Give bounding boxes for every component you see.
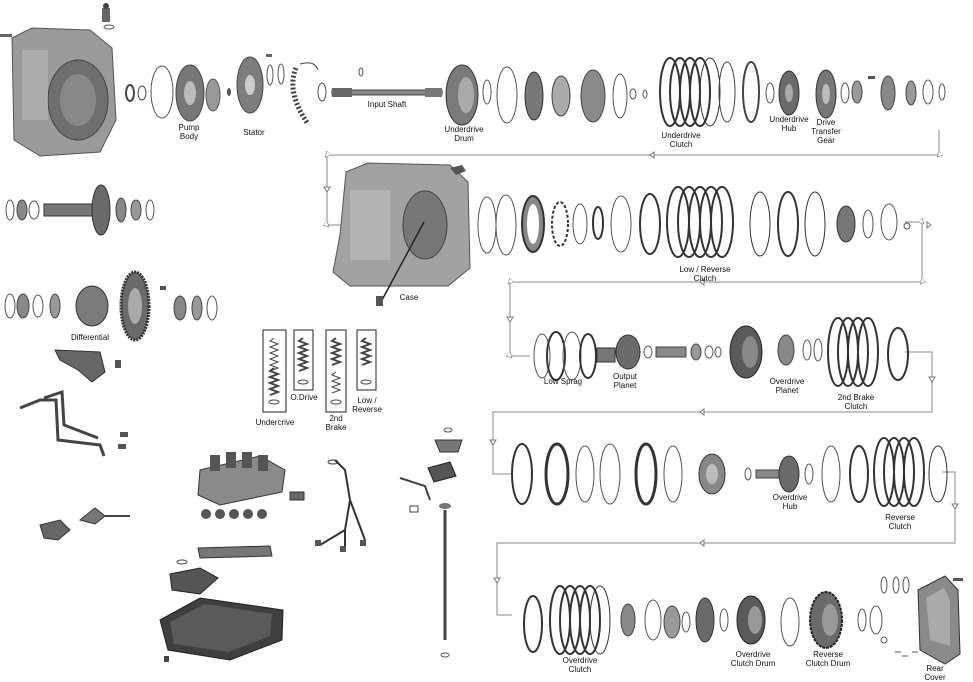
label-overdrive-hub: Overdrive Hub: [772, 493, 808, 511]
reverse-clutch-drum-group: [809, 591, 888, 649]
low-reverse-piston-group: [836, 203, 911, 243]
label-low-reverse-clutch: Low / Reverse Clutch: [679, 265, 731, 283]
drive-transfer-gear-group: [815, 69, 946, 119]
underdrive-drum-group: [445, 64, 648, 126]
valve-body: [159, 452, 305, 662]
wiring-harness: [315, 459, 366, 552]
overdrive-clutch-drum-group: [620, 595, 800, 647]
label-second-brake-clutch: 2nd Brake Clutch: [837, 393, 875, 411]
low-reverse-group: [477, 193, 661, 256]
label-differential: Differential: [70, 333, 110, 342]
label-reverse-clutch: Reverse Clutch: [885, 513, 915, 531]
underdrive-clutch-pack: [659, 57, 721, 127]
label-underdrive-hub: Underdrive Hub: [769, 115, 809, 133]
pump-parts: [125, 64, 231, 122]
stator-parts: [236, 54, 327, 126]
second-brake-clutch-pack: [827, 317, 909, 387]
label-rear-cover: Rear Cover: [924, 664, 946, 682]
reverse-row-group: [511, 442, 869, 506]
label-overdrive-clutch: Overdrive Clutch: [562, 656, 598, 674]
low-sprag-group: [533, 331, 597, 381]
label-stator: Stator: [243, 128, 265, 137]
label-low-reverse: Low / Reverse: [352, 396, 382, 414]
output-planet-group: [596, 334, 722, 370]
label-overdrive-clutch-drum: Overdrive Clutch Drum: [730, 650, 776, 668]
reverse-clutch-pack: [873, 437, 948, 507]
underdrive-hub-group: [718, 61, 800, 123]
label-drive-transfer-gear: Drive Transfer Gear: [811, 118, 841, 145]
transmission-case: [332, 162, 471, 306]
label-reverse-clutch-drum: Reverse Clutch Drum: [805, 650, 851, 668]
input-shaft-part: [331, 67, 443, 97]
differential-group: [4, 270, 218, 342]
label-underdrive-drum: Underdrive Drum: [444, 125, 484, 143]
label-output-planet: Output Planet: [612, 372, 638, 390]
flow-lines: [324, 130, 959, 616]
low-reverse-clutch-pack: [666, 186, 826, 258]
shift-linkage: [399, 427, 463, 658]
accumulator-springs: [262, 329, 377, 413]
label-odrive: O.Drive: [290, 393, 318, 402]
label-case: Case: [399, 293, 419, 302]
label-input-shaft: Input Shaft: [367, 100, 407, 109]
overdrive-clutch-pack: [523, 585, 611, 655]
label-undercrive: Undercrive: [255, 418, 295, 427]
overdrive-planet-group: [729, 325, 823, 379]
transaxle-housing-front: [0, 3, 117, 157]
bracket-parts: [19, 349, 130, 541]
rear-cover-part: [880, 575, 963, 665]
label-pump-body: Pump Body: [178, 123, 200, 141]
transfer-shaft-group: [5, 184, 155, 236]
label-underdrive-clutch: Underdrive Clutch: [661, 131, 701, 149]
label-overdrive-planet: Overdrive Planet: [769, 377, 805, 395]
label-low-sprag: Low Sprag: [543, 377, 583, 386]
label-second-brake: 2nd Brake: [325, 414, 347, 432]
